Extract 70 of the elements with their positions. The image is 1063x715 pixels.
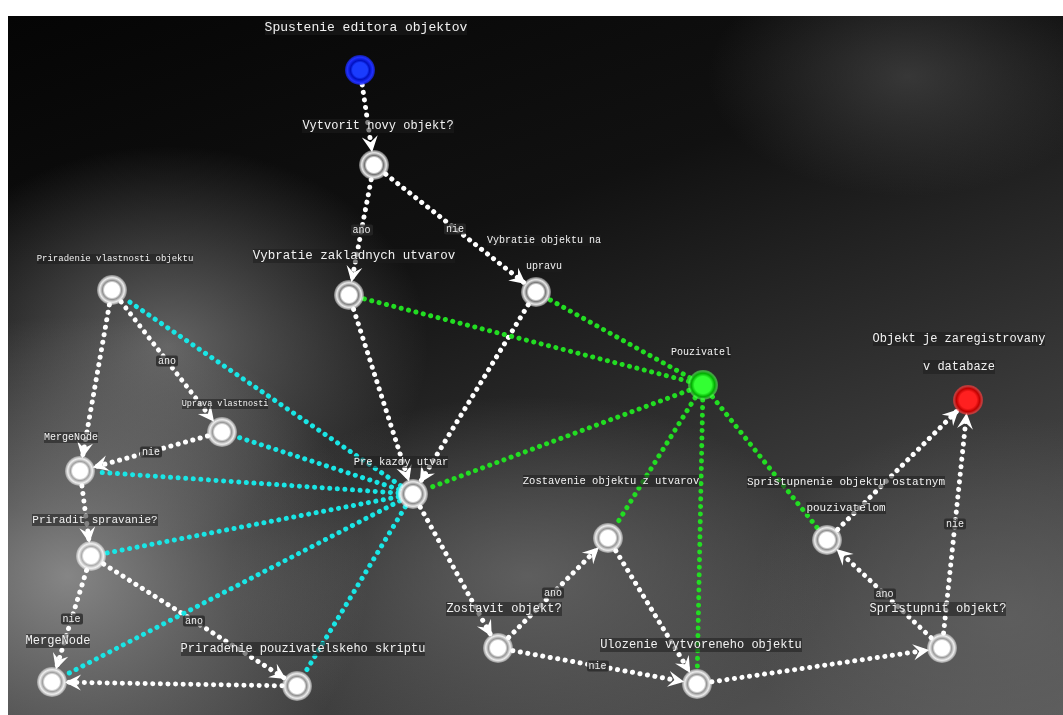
arrow [346, 177, 374, 283]
node-caption: Zostavenie objektu z utvarov [521, 474, 701, 489]
edge-label: nie [444, 223, 466, 234]
state-node-circle [37, 667, 67, 697]
arrow [64, 674, 285, 691]
arrow [613, 548, 692, 674]
node-caption: Zostavit objekt? [445, 602, 563, 617]
connector-line [546, 296, 693, 381]
node-caption: Priradenie pouzivatelskeho skriptu [179, 642, 427, 657]
arrow [118, 299, 216, 423]
state-node-circle [359, 150, 389, 180]
state-node-circle [207, 417, 237, 447]
edge-label: nie [60, 613, 83, 625]
arrow [709, 644, 930, 685]
arrow [91, 433, 211, 472]
node-caption: Priradit spravanie? [31, 514, 159, 528]
edge-label: nie [140, 446, 162, 457]
node-caption: Spristupnit objekt? [868, 602, 1008, 617]
state-node-circle [593, 523, 623, 553]
arrow [506, 546, 600, 640]
edge-label: ano [873, 588, 896, 600]
edge-label: ano [542, 587, 564, 599]
node-caption: Spristupnenie objektu ostatnym pouzivatelom [745, 475, 947, 517]
arrow [77, 302, 112, 459]
edge-label: nie [586, 660, 609, 672]
connector-line [361, 296, 691, 384]
node-caption: Vytvorit novy objekt? [301, 119, 455, 134]
arrow [79, 483, 96, 544]
connector-line [709, 394, 821, 531]
state-node-circle [76, 541, 106, 571]
arrow [351, 306, 412, 483]
state-node-circle [521, 277, 551, 307]
state-node-circle [953, 385, 983, 415]
state-node-circle [97, 275, 127, 305]
arrow [418, 302, 531, 484]
node-caption: Priradenie vlastnosti objektu [35, 254, 195, 266]
edge-label: nie [944, 518, 966, 530]
state-node-circle [927, 633, 957, 663]
state-node-circle [345, 55, 375, 85]
state-node-circle [282, 671, 312, 701]
node-caption: Spustenie editora objektov [263, 20, 469, 37]
node-caption: Pouzivatel [669, 347, 732, 360]
edge-label: ano [183, 615, 205, 627]
arrow [417, 504, 494, 638]
node-caption: Vybratie objektu na upravu [485, 234, 603, 274]
arrow [101, 561, 287, 681]
state-node-circle [65, 456, 95, 486]
node-caption: Vybratie zakladnych utvarov [251, 249, 457, 265]
node-caption: MergeNode [24, 634, 92, 649]
state-node-circle [334, 280, 364, 310]
state-node-circle [812, 525, 842, 555]
node-caption: Ulozenie vytvoreneho objektu [599, 638, 803, 653]
state-node-circle [688, 370, 718, 400]
state-node-circle [483, 633, 513, 663]
node-caption: Pre kazdy utvar [352, 456, 450, 470]
node-caption: Objekt je zaregistrovany v databaze [871, 331, 1047, 376]
arrow [835, 547, 934, 641]
node-caption: MergeNode [42, 432, 99, 445]
state-node-circle [682, 669, 712, 699]
state-node-circle [398, 479, 428, 509]
node-caption: Uprava vlastnosti [180, 399, 270, 410]
edge-label: ano [350, 224, 373, 236]
connector-line [103, 494, 401, 556]
arrow [383, 171, 527, 286]
edge-label: ano [156, 355, 178, 367]
arrow [510, 648, 685, 687]
arrow [52, 567, 90, 671]
arrow [941, 412, 973, 636]
arrow [359, 82, 378, 153]
arrow [835, 408, 960, 532]
